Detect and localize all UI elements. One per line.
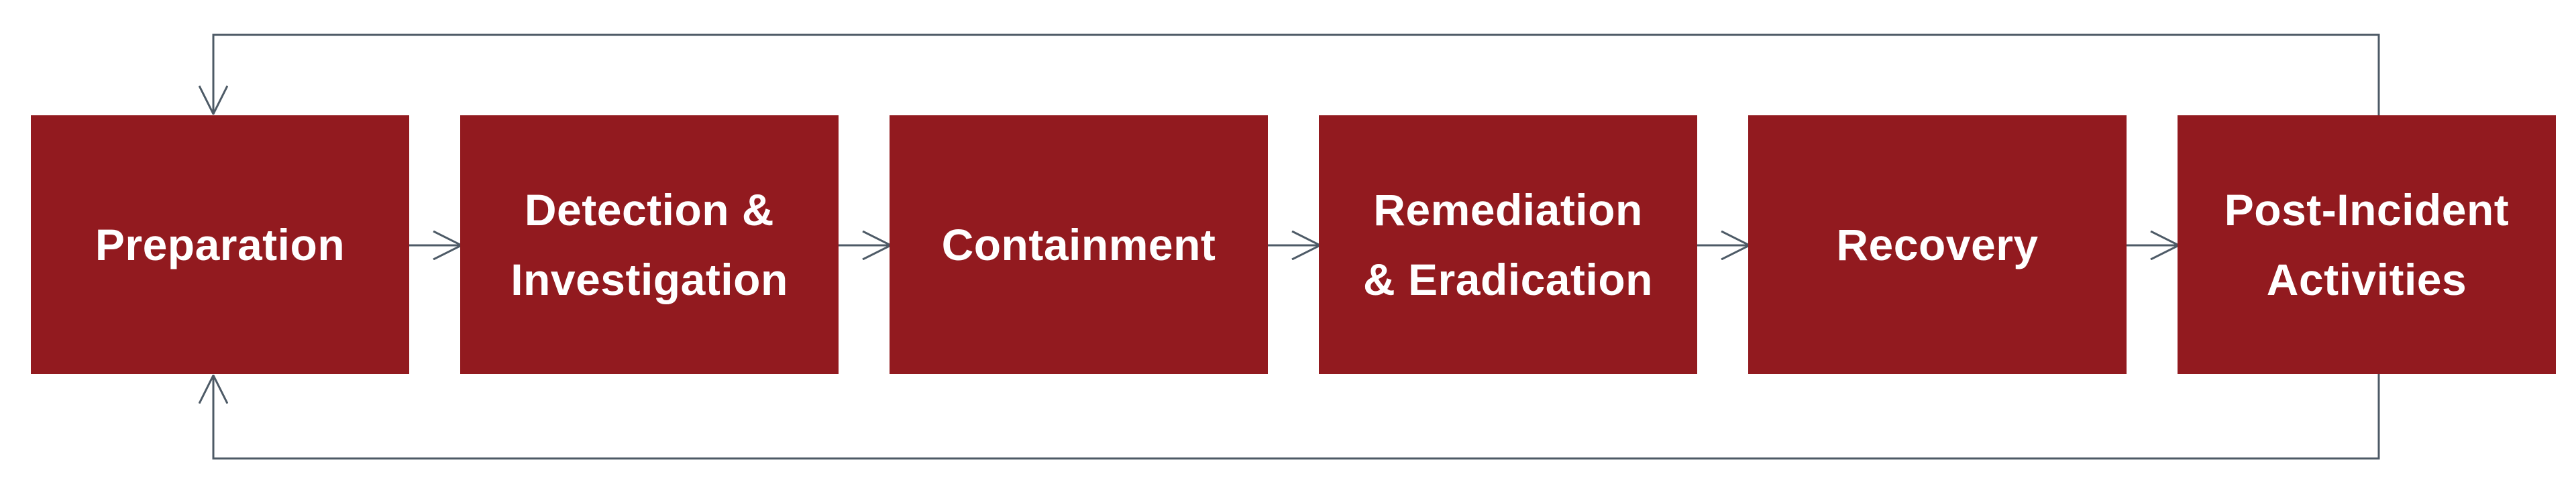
bottom-feedback-loop-arrow [213,374,2380,460]
step-label-post-incident-activities: Post-Incident Activities [2224,185,2510,304]
step-post-incident-activities: Post-Incident Activities [2178,115,2556,374]
step-label-remediation-eradication: Remediation & Eradication [1363,185,1653,304]
step-containment: Containment [890,115,1268,374]
step-recovery: Recovery [1748,115,2127,374]
top-feedback-loop-arrow [213,34,2380,115]
step-label-preparation: Preparation [95,220,345,269]
step-detection-investigation: Detection & Investigation [460,115,839,374]
step-label-recovery: Recovery [1836,220,2039,269]
step-preparation: Preparation [31,115,409,374]
step-remediation-eradication: Remediation & Eradication [1319,115,1697,374]
step-label-containment: Containment [941,220,1216,269]
step-label-detection-investigation: Detection & Investigation [511,185,788,304]
